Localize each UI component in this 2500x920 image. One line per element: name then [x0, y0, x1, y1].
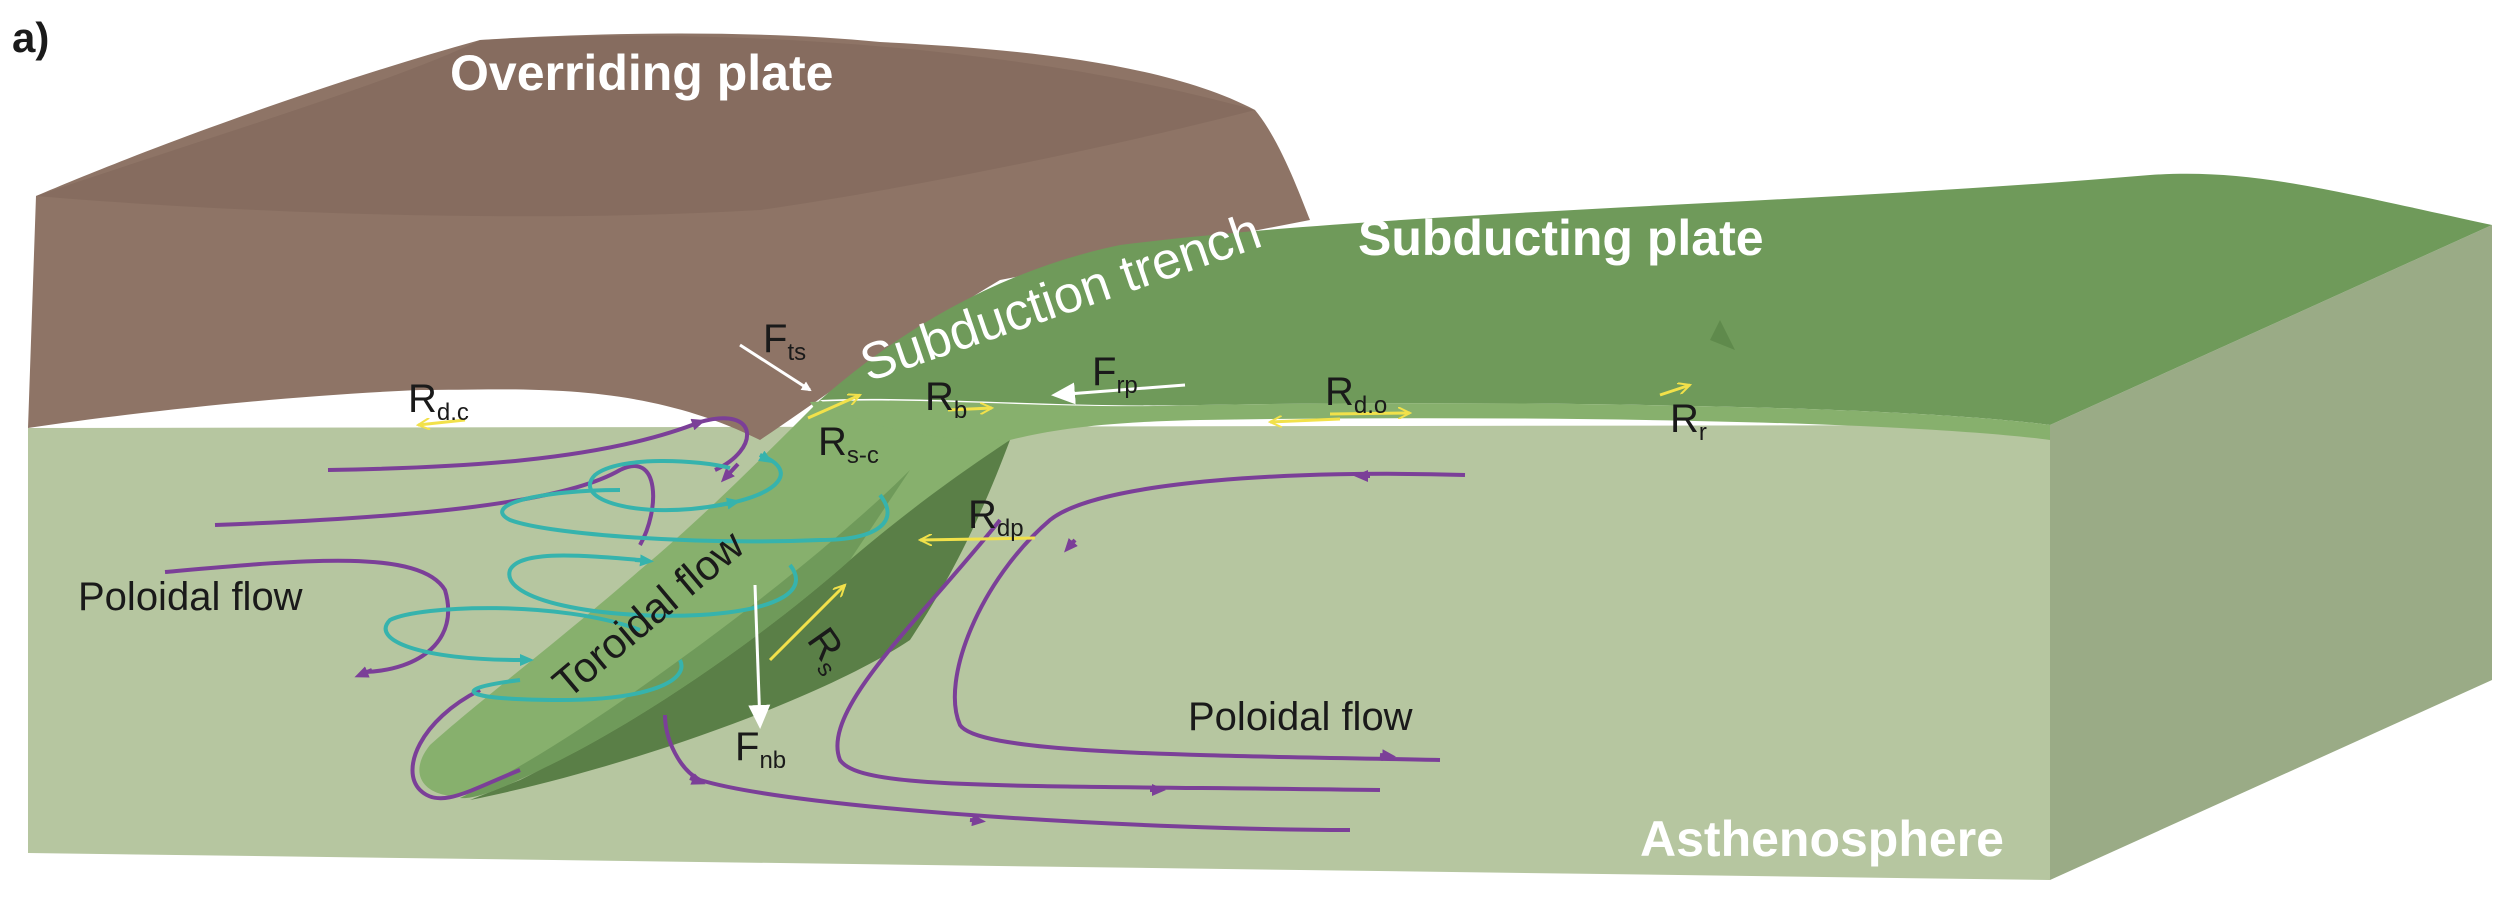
toroidal-arrow-1	[758, 450, 774, 464]
R-dc-label: Rd.c	[408, 377, 469, 426]
poloidal-line-1	[327, 416, 750, 472]
poloidal-arrow-6	[354, 666, 373, 678]
R-b-label: Rb	[925, 375, 967, 424]
toroidal-loop-3	[507, 553, 798, 618]
driving-force-arrows	[739, 343, 1186, 729]
poloidal-line-6	[835, 518, 1381, 792]
poloidal-flow-label-left: Poloidal flow	[78, 575, 303, 619]
poloidal-line-3	[164, 558, 451, 674]
R-s-arrow	[768, 585, 845, 662]
poloidal-flow-label-right: Poloidal flow	[1188, 695, 1413, 739]
F-rp-label: Frp	[1092, 350, 1138, 399]
toroidal-loop-1	[587, 453, 783, 513]
subducting-plate-ridge	[1710, 320, 1735, 350]
poloidal-arrow-1	[720, 462, 740, 483]
F-ts-label: Fts	[763, 317, 806, 366]
R-r-label: Rr	[1670, 397, 1707, 446]
poloidal-arrow-7	[1064, 538, 1078, 553]
R-sc-label: Rs-c	[818, 420, 879, 469]
R-sc-arrow	[807, 395, 860, 420]
R-dp-label: Rdp	[968, 493, 1024, 542]
overriding-plate-label: Overriding plate	[450, 45, 833, 101]
asthenosphere-label: Asthenosphere	[1640, 811, 2004, 867]
panel-label: a)	[12, 14, 49, 61]
toroidal-arrow-2	[719, 497, 741, 510]
subducting-plate-top	[820, 173, 2492, 425]
toroidal-flow-lines	[383, 450, 890, 703]
poloidal-arrow-2	[1379, 749, 1396, 762]
F-nb-arrow	[748, 584, 771, 729]
toroidal-arrow-3	[634, 554, 654, 567]
poloidal-arrow-4	[969, 814, 986, 827]
R-dp-arrow	[920, 538, 1036, 540]
poloidal-arrow-8	[689, 773, 706, 785]
R-dc-arrow	[418, 420, 466, 425]
R-do-label: Rd.o	[1325, 370, 1387, 419]
poloidal-line-4	[410, 688, 521, 801]
overriding-plate	[28, 33, 1310, 440]
subducting-plate-front-edge	[810, 400, 2050, 442]
resistive-force-arrows	[418, 385, 1690, 662]
slab-upper-face	[419, 400, 1010, 796]
poloidal-line-5	[663, 714, 1351, 832]
R-r-arrow	[1659, 385, 1690, 397]
F-nb-label: Fnb	[735, 725, 786, 774]
R-do-arrow-left	[1270, 419, 1341, 422]
F-rp-arrow	[1051, 382, 1186, 405]
poloidal-line-7	[952, 471, 1466, 762]
toroidal-loop-4	[383, 606, 641, 662]
asthenosphere-side-face	[2050, 225, 2492, 880]
overriding-plate-top-shading	[36, 35, 1255, 217]
R-b-arrow	[947, 408, 992, 410]
toroidal-loop-2	[500, 488, 890, 544]
toroidal-loop-5	[471, 659, 684, 703]
subducting-plate-label: Subducting plate	[1358, 210, 1764, 266]
R-do-arrow-right	[1329, 413, 1410, 414]
F-ts-arrow	[739, 343, 812, 392]
